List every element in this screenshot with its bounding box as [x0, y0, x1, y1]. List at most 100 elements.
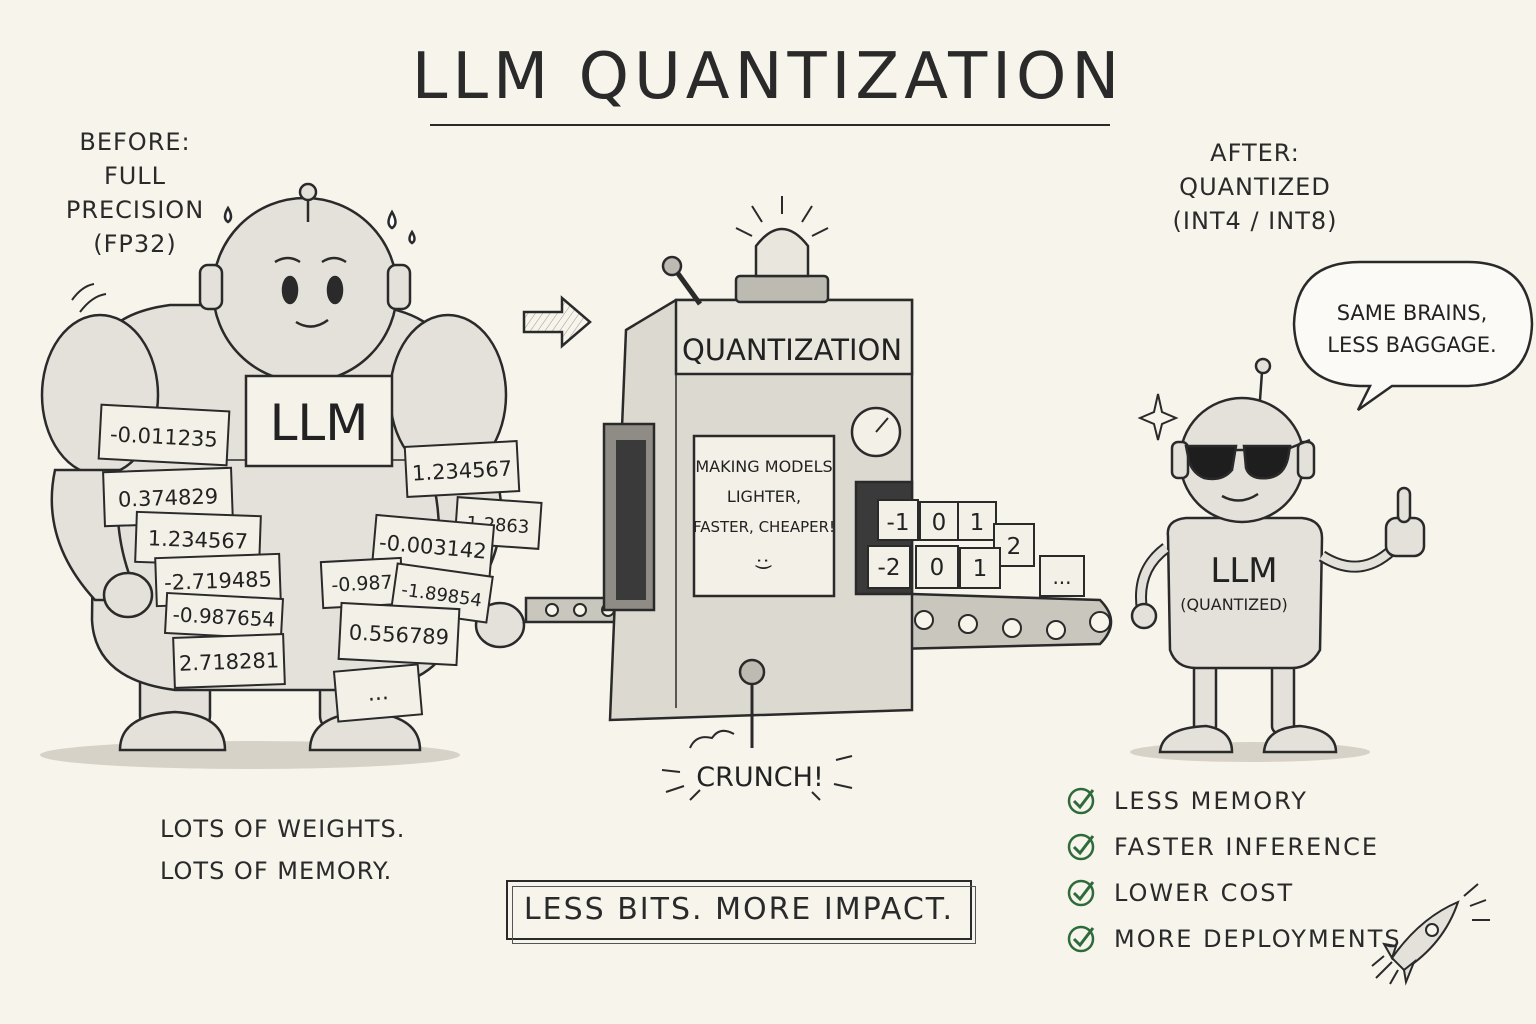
benefit-label: LOWER COST: [1114, 879, 1295, 907]
speech-line-2: LESS BAGGAGE.: [1327, 333, 1496, 357]
small-robot-left-hand: [1130, 602, 1158, 630]
weight-value: 1.234567: [147, 526, 248, 553]
thumbs-up-icon: [1384, 486, 1426, 558]
after-format: (INT4 / INT8): [1172, 207, 1338, 235]
small-robot: LLM (QUANTIZED): [1130, 357, 1426, 762]
big-robot-left-eye: [281, 275, 299, 305]
checkmark-icon: [1067, 787, 1095, 815]
benefit-item: LOWER COST: [1066, 870, 1402, 916]
small-robot-antenna: [1258, 371, 1264, 401]
weight-value: 1.234567: [411, 456, 512, 485]
quantization-machine: QUANTIZATION MAKING MODELS LIGHTER, FAST…: [524, 196, 1113, 801]
machine-lever-knob: [661, 255, 683, 277]
weight-value: 0.374829: [118, 484, 219, 511]
quantized-blocks: -1 0 1 2 -2 0 1 ...: [867, 499, 1085, 597]
weight-value: -0.987654: [172, 602, 276, 631]
quantized-value: 1: [970, 510, 985, 536]
before-label: BEFORE: FULL PRECISION (FP32): [40, 125, 230, 261]
before-format: (FP32): [93, 230, 177, 258]
slogan-banner: LESS BITS. MORE IMPACT.: [506, 880, 976, 944]
checkmark-icon: [1067, 879, 1095, 907]
after-precision: QUANTIZED: [1179, 173, 1331, 201]
small-robot-chest-label: LLM: [1210, 551, 1277, 591]
benefits-list: LESS MEMORY FASTER INFERENCE LOWER COST …: [1066, 778, 1402, 962]
weight-value: 0.556789: [348, 620, 449, 649]
siren-base: [734, 274, 830, 304]
screen-line-3: FASTER, CHEAPER!: [693, 518, 835, 536]
big-robot-head: [211, 196, 399, 384]
sweat-drop-icon: [223, 205, 233, 224]
benefit-item: LESS MEMORY: [1066, 778, 1402, 824]
page-title: LLM QUANTIZATION: [411, 40, 1125, 114]
machine-screen: [692, 434, 836, 598]
alarm-light-icon: [754, 227, 810, 278]
big-robot-right-ear: [386, 263, 412, 311]
big-robot-left-foot: [118, 710, 227, 752]
crunch-sound: CRUNCH!: [696, 762, 824, 793]
small-robot-antenna-tip: [1254, 357, 1272, 375]
small-robot-smile: [1221, 492, 1259, 502]
small-robot-right-ear: [1296, 440, 1316, 480]
quantized-block: 0: [915, 545, 959, 589]
quantized-block: -1: [877, 499, 919, 541]
output-conveyor: [848, 590, 1113, 652]
big-robot-chest-plate: [244, 374, 394, 468]
machine-knob: [738, 658, 766, 686]
note-line-2: LOTS OF MEMORY.: [160, 857, 393, 885]
weight-box: -0.003142: [370, 513, 496, 579]
before-heading: BEFORE:: [79, 128, 191, 156]
quantized-block: 1: [959, 547, 1001, 589]
screen-line-2: LIGHTER,: [727, 487, 801, 506]
big-robot-mouth: [295, 318, 329, 328]
machine-header: [674, 298, 914, 376]
checkmark-icon: [1067, 925, 1095, 953]
small-robot-right-foot: [1262, 724, 1338, 754]
title-underline: [430, 124, 1110, 126]
weight-boxes: -0.011235 0.374829 1.234567 -2.719485 -0…: [97, 403, 543, 723]
benefit-label: FASTER INFERENCE: [1114, 833, 1380, 861]
quantized-value: 2: [1007, 534, 1022, 560]
smoke-puff: [689, 729, 735, 749]
weight-box: 1.234567: [134, 510, 262, 568]
quantized-block: -2: [867, 545, 911, 589]
small-robot-left-foot: [1158, 724, 1234, 754]
weight-box: 0.374829: [102, 466, 234, 528]
burst-lines: [661, 755, 853, 801]
weight-box: 0.556789: [337, 601, 461, 667]
alarm-rays: [735, 196, 829, 237]
weight-value: ...: [367, 680, 390, 707]
fp32-memory-note: LOTS OF WEIGHTS. LOTS OF MEMORY.: [160, 808, 420, 892]
quantized-block: 1: [957, 501, 997, 541]
screen-smile: :): [753, 557, 774, 570]
checkmark-icon: [1067, 833, 1095, 861]
speech-bubble: SAME BRAINS, LESS BAGGAGE.: [1292, 260, 1534, 412]
arrow-right-icon: [522, 295, 592, 349]
weight-box: -0.011235: [97, 403, 231, 467]
big-robot-right-eye: [326, 275, 344, 305]
sparkle-icon: [1137, 393, 1179, 441]
machine-label: QUANTIZATION: [682, 333, 902, 367]
quantized-value: 0: [932, 510, 947, 536]
weight-value: -2.719485: [164, 567, 273, 595]
note-line-1: LOTS OF WEIGHTS.: [160, 815, 406, 843]
quantized-value: ...: [1052, 565, 1071, 589]
weight-box: 2.718281: [172, 633, 286, 689]
benefit-item: MORE DEPLOYMENTS: [1066, 916, 1402, 962]
speech-line-1: SAME BRAINS,: [1337, 301, 1488, 325]
weight-box: -0.987654: [163, 591, 285, 641]
quantized-block: ...: [1039, 555, 1085, 597]
weight-value: -0.011235: [109, 422, 218, 452]
quantized-value: -2: [878, 555, 901, 581]
sweat-drop-icon: [387, 209, 397, 230]
quantized-block: 0: [919, 501, 959, 541]
benefit-label: MORE DEPLOYMENTS: [1114, 925, 1402, 953]
weight-value: -0.987: [331, 571, 393, 596]
small-robot-chest-sublabel: (QUANTIZED): [1180, 595, 1288, 614]
sunglasses-icon: [1184, 438, 1311, 481]
big-robot-left-hand: [102, 571, 154, 619]
weight-box: -0.987: [319, 556, 405, 610]
big-robot-left-ear: [198, 263, 224, 311]
benefit-item: FASTER INFERENCE: [1066, 824, 1402, 870]
benefit-label: LESS MEMORY: [1114, 787, 1308, 815]
